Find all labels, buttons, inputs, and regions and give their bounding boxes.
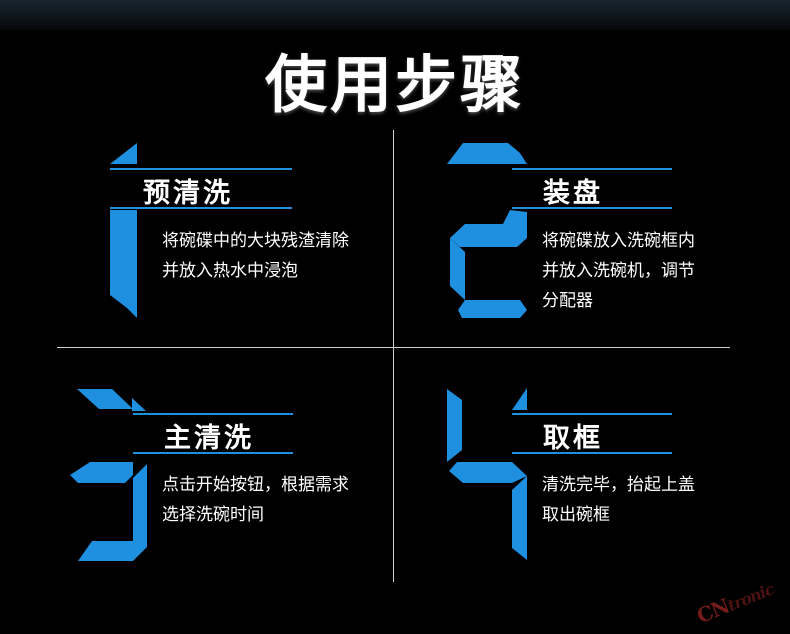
step-1-desc: 将碗碟中的大块残渣清除 并放入热水中浸泡 [162,226,349,286]
step-4-bottom-line [512,452,672,454]
step-1-top-line [110,168,292,170]
step-4-title: 取框 [543,423,603,454]
desc-line: 将碗碟中的大块残渣清除 [162,231,349,251]
step-3-desc: 点击开始按钮，根据需求 选择洗碗时间 [162,470,349,530]
step-3-bottom-line [133,452,293,454]
digit-3-icon [70,389,147,561]
desc-line: 清洗完毕，抬起上盖 [542,475,695,495]
desc-line: 取出碗框 [542,505,610,525]
step-2-bottom-line [512,207,672,209]
step-4-top-line [512,413,672,415]
desc-line: 点击开始按钮，根据需求 [162,475,349,495]
desc-line: 并放入热水中浸泡 [162,261,298,281]
step-1-title: 预清洗 [143,178,233,209]
step-2-title: 装盘 [543,178,603,209]
step-4-desc: 清洗完毕，抬起上盖 取出碗框 [542,470,695,530]
digit-1-icon [110,143,137,318]
top-gradient-bar [0,0,790,30]
desc-line: 选择洗碗时间 [162,505,264,525]
step-3-title: 主清洗 [164,423,254,454]
desc-line: 分配器 [542,291,593,311]
step-2-top-line [512,168,672,170]
step-2-desc: 将碗碟放入洗碗框内 并放入洗碗机，调节 分配器 [542,226,695,316]
step-3-top-line [133,413,293,415]
step-1-bottom-line [110,207,292,209]
digit-2-icon [447,143,527,318]
vertical-divider [393,130,394,582]
desc-line: 并放入洗碗机，调节 [542,261,695,281]
desc-line: 将碗碟放入洗碗框内 [542,231,695,251]
page-title: 使用步骤 [264,48,525,121]
horizontal-divider [57,347,730,348]
digit-4-icon [447,388,527,560]
